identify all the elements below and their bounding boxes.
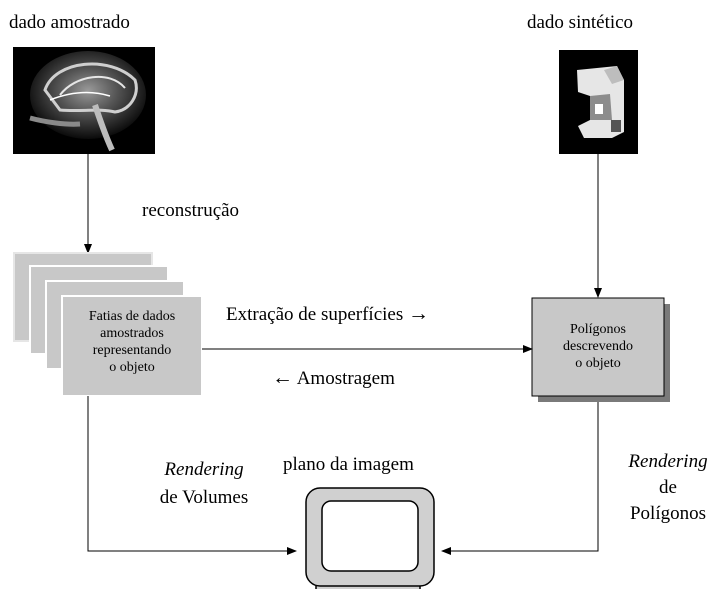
polygon-rendering-rest: Polígonos <box>629 503 707 524</box>
slices-line-3: representando <box>92 343 172 358</box>
polygon-rendering-em: Rendering <box>628 451 708 472</box>
label-sampling-text: Amostragem <box>296 368 395 389</box>
volume-rendering-rest: de Volumes <box>159 487 249 508</box>
left-arrow-icon: ← <box>272 365 293 389</box>
polygons-line-2: descrevendo <box>563 339 633 354</box>
mri-brain-scan-image <box>13 47 155 154</box>
volume-rendering-em: Rendering <box>164 459 244 480</box>
right-arrow-icon: → <box>408 301 429 325</box>
slices-stack <box>13 252 203 397</box>
arrow-polygon-rendering <box>441 402 599 555</box>
label-image-plane: plano da imagem <box>283 454 414 475</box>
slices-line-1: Fatias de dados <box>88 309 176 324</box>
slices-line-4: o objeto <box>109 360 155 375</box>
polygon-rendering-de: de <box>659 477 677 498</box>
label-sampling: ← Amostragem <box>272 366 395 390</box>
label-synthetic-data: dado sintético <box>527 12 634 33</box>
label-surface-extraction-text: Extração de superfícies <box>226 304 404 325</box>
polygons-box-text: Polígonos descrevendo o objeto <box>532 321 664 372</box>
label-sampled-data: dado amostrado <box>9 12 130 33</box>
polygons-box-shape <box>531 297 670 402</box>
label-reconstruction: reconstrução <box>142 200 240 221</box>
polygons-line-1: Polígonos <box>569 322 626 337</box>
monitor-icon <box>305 487 435 589</box>
arrow-volume-rendering <box>87 396 297 555</box>
label-surface-extraction: Extração de superfícies → <box>226 302 429 326</box>
polygons-line-3: o objeto <box>575 356 621 371</box>
label-volume-rendering: Rendering de Volumes <box>134 459 274 509</box>
slices-box-text: Fatias de dados amostrados representando… <box>62 308 202 376</box>
label-polygon-rendering: Rendering de Polígonos <box>612 451 720 525</box>
synthetic-object-image <box>559 50 638 154</box>
slices-line-2: amostrados <box>100 326 164 341</box>
